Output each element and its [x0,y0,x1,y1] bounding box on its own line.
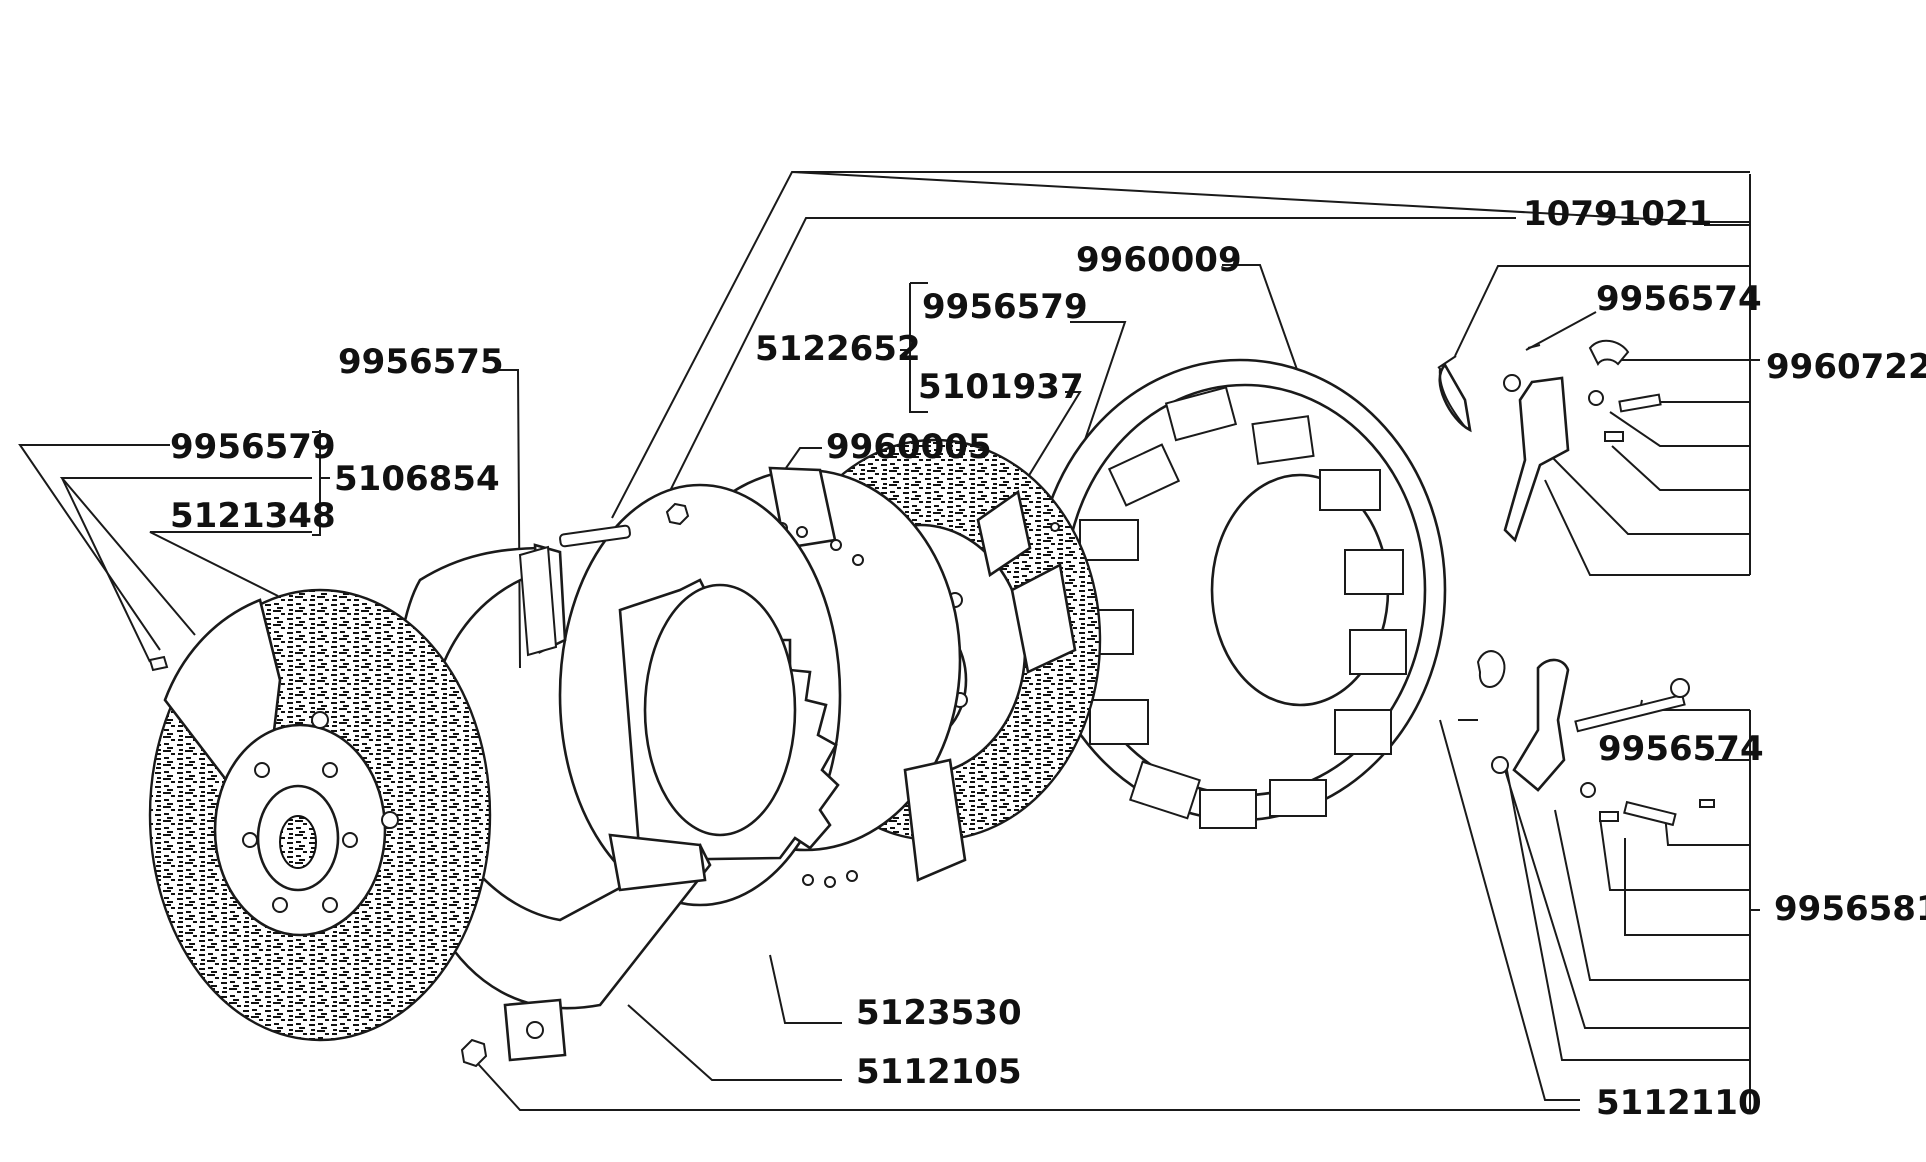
label-5123530: 5123530 [856,993,1022,1033]
label-5106854: 5106854 [334,459,500,499]
clutch-cover-assembly [1033,358,1447,829]
label-5122652: 5122652 [755,329,921,369]
leader-lines [18,170,1760,1111]
lower-release-lever [1458,650,1715,827]
upper-release-lever [1437,339,1662,543]
label-9956581: 9956581 [1774,889,1926,929]
left-friction-disc [148,588,492,1042]
pressure-plate [558,483,842,907]
label-5121348: 5121348 [170,496,336,536]
label-10791021: 10791021 [1523,194,1712,234]
label-5101937: 5101937 [918,367,1084,407]
label-9956574-top: 9956574 [1596,279,1762,319]
label-9956579-mid: 9956579 [922,287,1088,327]
label-9956579-left: 9956579 [170,427,336,467]
label-5112105: 5112105 [856,1052,1022,1092]
label-9960005: 9960005 [826,427,992,467]
label-5112110: 5112110 [1596,1083,1762,1123]
part-labels: 10791021 9960009 9956574 9960722 9956579… [170,194,1926,1123]
label-9960722: 9960722 [1766,347,1926,387]
hardware [148,502,1060,1068]
label-9960009: 9960009 [1076,240,1242,280]
label-9956575: 9956575 [338,342,504,382]
label-9956574-bottom: 9956574 [1598,729,1764,769]
